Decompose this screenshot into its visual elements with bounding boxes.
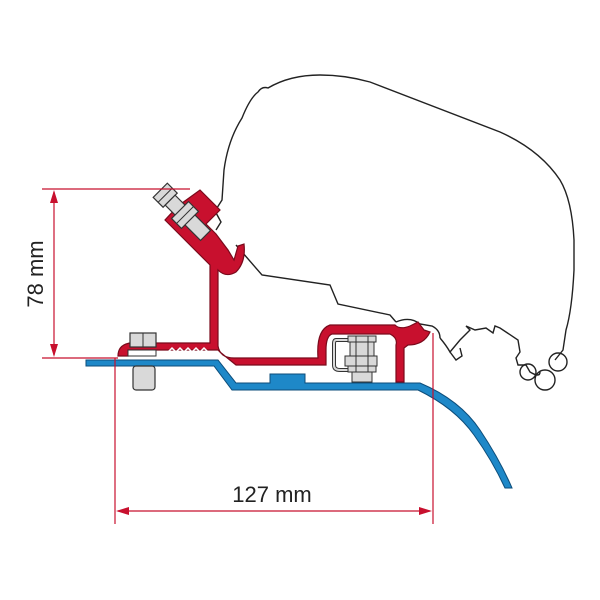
height-dimension-label: 78 mm [23,240,48,307]
awning-housing [214,74,575,391]
width-dimension-label: 127 mm [232,482,311,507]
vehicle-roof [85,359,513,489]
clamp-bolt [332,335,378,383]
bottom-bolt [127,332,157,391]
adapter-bracket [117,189,431,383]
top-bolt [152,182,212,242]
height-dimension: 78 mm [23,188,190,359]
width-dimension: 127 mm [114,333,434,524]
